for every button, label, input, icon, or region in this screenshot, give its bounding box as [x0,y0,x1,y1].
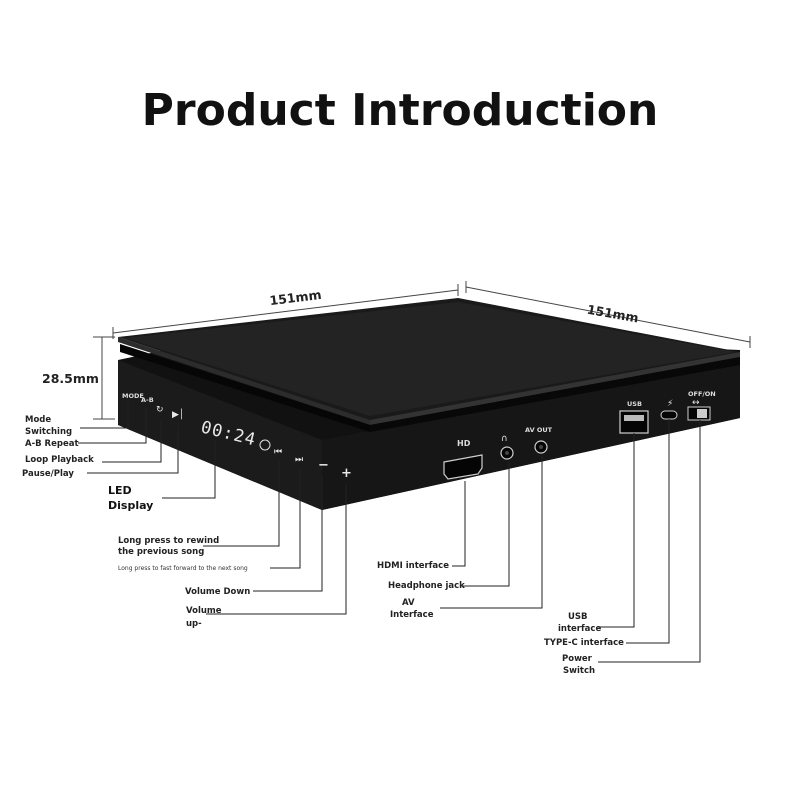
usb-label: USB [627,400,642,408]
loop-icon: ↻ [156,405,164,415]
typec-port [660,410,678,420]
hdmi-port [443,454,483,480]
callout-mode: Mode [25,415,51,425]
minus-icon: − [318,458,329,473]
callout-rewind: Long press to rewind [118,536,219,546]
front-panel-right: HD ∩ AV OUT USB ⚡ OFF/ON ↔ [443,390,716,480]
device-body [118,298,740,510]
dim-width: 151mm [269,287,323,308]
callout-vol-down: Volume Down [185,587,250,597]
plus-icon: + [341,466,352,481]
hd-label: HD [457,439,471,448]
play-pause-icon: ▶│ [172,408,184,420]
dimension-lines [93,281,751,420]
lightning-icon: ⚡ [667,399,673,409]
callout-pause-play: Pause/Play [22,469,74,479]
callout-led-1: LED [108,484,132,497]
callout-power-2: Switch [563,666,595,676]
power-label: OFF/ON [688,390,716,398]
callout-typec: TYPE-C interface [544,638,624,648]
prev-icon: ⏮ [274,447,282,457]
headphone-icon: ∩ [501,434,508,444]
callout-av: AV [402,598,415,608]
eq-icon [259,439,271,451]
arrows-icon: ↔ [692,398,700,408]
dim-height: 28.5mm [42,371,99,386]
callout-usb: USB [568,612,588,622]
callout-hdmi: HDMI interface [377,561,449,571]
av-out-label: AV OUT [525,426,553,434]
callout-rewind-2: the previous song [118,547,204,557]
callout-av-2: Interface [390,610,434,620]
callout-power: Power [562,654,593,664]
callout-ab-repeat: A-B Repeat [25,439,79,449]
callout-led-2: Display [108,499,153,512]
callout-lines [78,402,701,663]
usb-port [619,410,649,434]
callout-labels: Mode Switching A-B Repeat Loop Playback … [22,415,624,676]
callout-usb-2: interface [558,624,601,634]
next-icon: ⏭ [295,455,303,465]
dim-depth: 151mm [586,302,640,326]
page-title: Product Introduction [142,85,659,136]
callout-vol-up-2: up- [186,619,202,629]
mode-label: MODE [122,392,144,400]
callout-loop: Loop Playback [25,455,94,465]
callout-mode-2: Switching [25,427,72,437]
callout-forward: Long press to fast forward to the next s… [118,565,248,572]
callout-headphone: Headphone jack [388,581,465,591]
ab-label: A-B [141,396,154,404]
callout-vol-up: Volume [186,606,222,616]
